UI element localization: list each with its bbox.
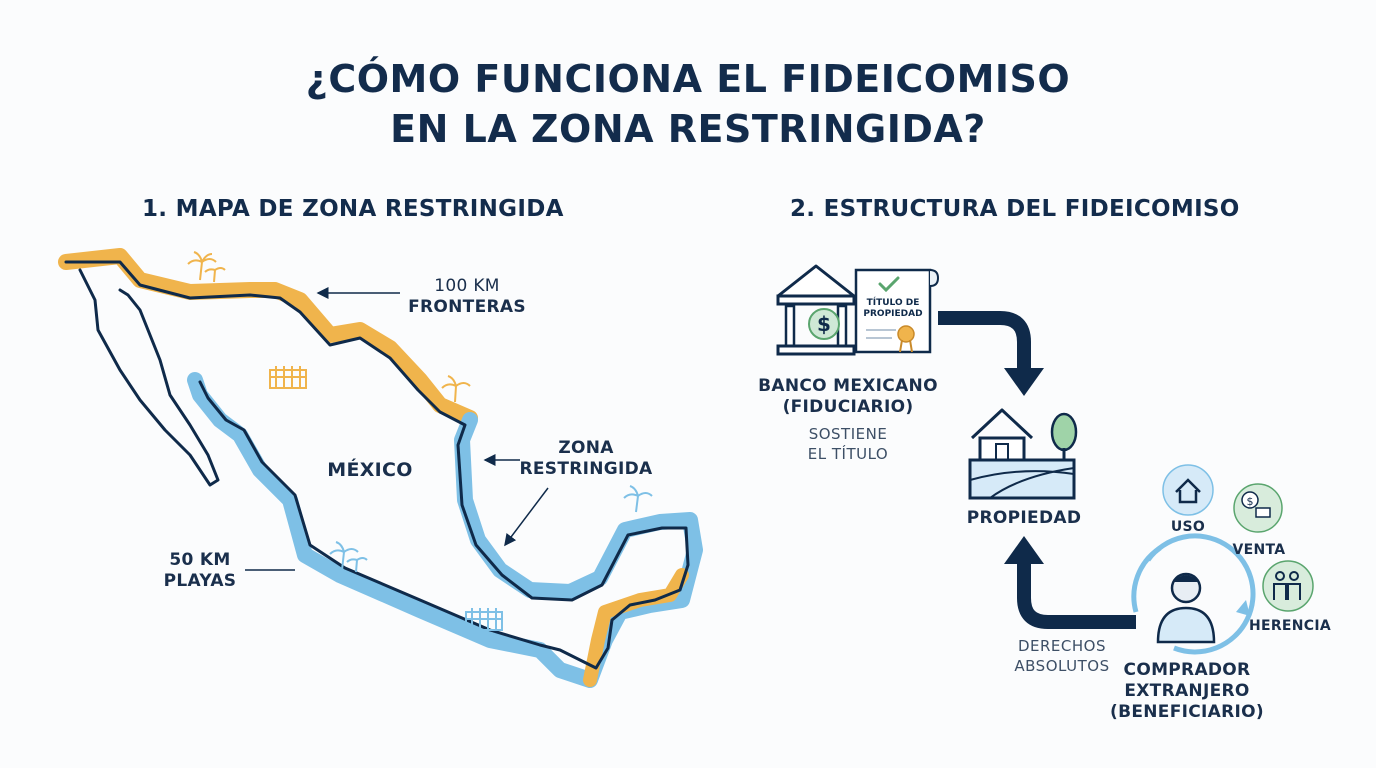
fence-icon <box>465 608 503 631</box>
property-icon <box>968 408 1078 500</box>
bank-name: BANCO MEXICANO <box>758 376 938 396</box>
inheritance-family-icon <box>1262 560 1314 612</box>
beach-zone-band <box>187 372 703 688</box>
rights-label: DERECHOS ABSOLUTOS <box>1002 636 1122 676</box>
buyer-to-property-arrow <box>1017 560 1136 629</box>
beach-distance: 50 KM <box>169 550 231 570</box>
palm-icon <box>187 251 226 283</box>
inheritance-label: HERENCIA <box>1248 618 1332 634</box>
map-section-heading: 1. MAPA DE ZONA RESTRINGIDA <box>142 196 564 222</box>
cycle-arrowhead <box>1236 600 1250 616</box>
title-line-2: EN LA ZONA RESTRINGIDA? <box>390 107 986 151</box>
bank-note: SOSTIENE EL TÍTULO <box>778 424 918 464</box>
border-zone-label: 100 KM FRONTERAS <box>402 276 532 318</box>
beach-zone-label: 50 KM PLAYAS <box>155 550 245 592</box>
border-distance: 100 KM <box>434 276 500 296</box>
zone-word-2: RESTRINGIDA <box>519 459 653 479</box>
bank-note-line-2: EL TÍTULO <box>807 445 889 463</box>
mexico-map <box>58 248 703 688</box>
buyer-avatar-icon <box>1156 572 1216 644</box>
buyer-line-2: EXTRANJERO <box>1124 681 1250 701</box>
deed-label: TÍTULO DE PROPIEDAD <box>858 298 928 320</box>
deed-label-line-2: PROPIEDAD <box>863 309 923 319</box>
use-house-icon <box>1162 464 1214 516</box>
bank-icon: $ <box>776 264 856 356</box>
buyer-label: COMPRADOR EXTRANJERO (BENEFICIARIO) <box>1102 660 1272 723</box>
sale-label: VENTA <box>1232 542 1286 558</box>
zone-pointer-2 <box>504 487 549 547</box>
svg-text:$: $ <box>817 312 831 336</box>
palm-icon <box>441 375 471 403</box>
buyer-line-1: COMPRADOR <box>1123 660 1251 680</box>
use-label: USO <box>1170 519 1206 535</box>
trust-section-heading: 2. ESTRUCTURA DEL FIDEICOMISO <box>790 196 1240 222</box>
buyer-line-3: (BENEFICIARIO) <box>1110 702 1264 722</box>
zone-word-1: ZONA <box>558 438 614 458</box>
palm-icon <box>623 485 653 513</box>
bank-to-property-arrow <box>938 311 1031 372</box>
fence-icon <box>269 366 307 389</box>
buyer-cycle <box>1131 533 1256 655</box>
bank-note-line-1: SOSTIENE <box>808 425 888 443</box>
property-label: PROPIEDAD <box>966 508 1082 528</box>
beach-name: PLAYAS <box>163 571 237 591</box>
palm-icon <box>329 541 368 573</box>
rights-line-2: ABSOLUTOS <box>1014 657 1110 675</box>
restricted-zone-label: ZONA RESTRINGIDA <box>516 438 656 480</box>
mexico-outline <box>64 260 690 670</box>
bank-role: (FIDUCIARIO) <box>782 397 914 417</box>
svg-text:$: $ <box>1247 495 1254 508</box>
deed-icon <box>854 268 940 354</box>
sale-money-icon: $ <box>1233 483 1283 533</box>
bank-arrowhead <box>1004 368 1044 396</box>
border-zone-band <box>58 248 478 426</box>
country-label: MÉXICO <box>327 459 413 481</box>
page-title: ¿CÓMO FUNCIONA EL FIDEICOMISO EN LA ZONA… <box>0 54 1376 154</box>
border-name: FRONTERAS <box>408 297 526 317</box>
buyer-arrowhead <box>1004 536 1044 564</box>
deed-label-line-1: TÍTULO DE <box>866 298 920 308</box>
title-line-1: ¿CÓMO FUNCIONA EL FIDEICOMISO <box>305 57 1071 101</box>
bank-label: BANCO MEXICANO (FIDUCIARIO) <box>748 376 948 418</box>
rights-line-1: DERECHOS <box>1017 637 1106 655</box>
